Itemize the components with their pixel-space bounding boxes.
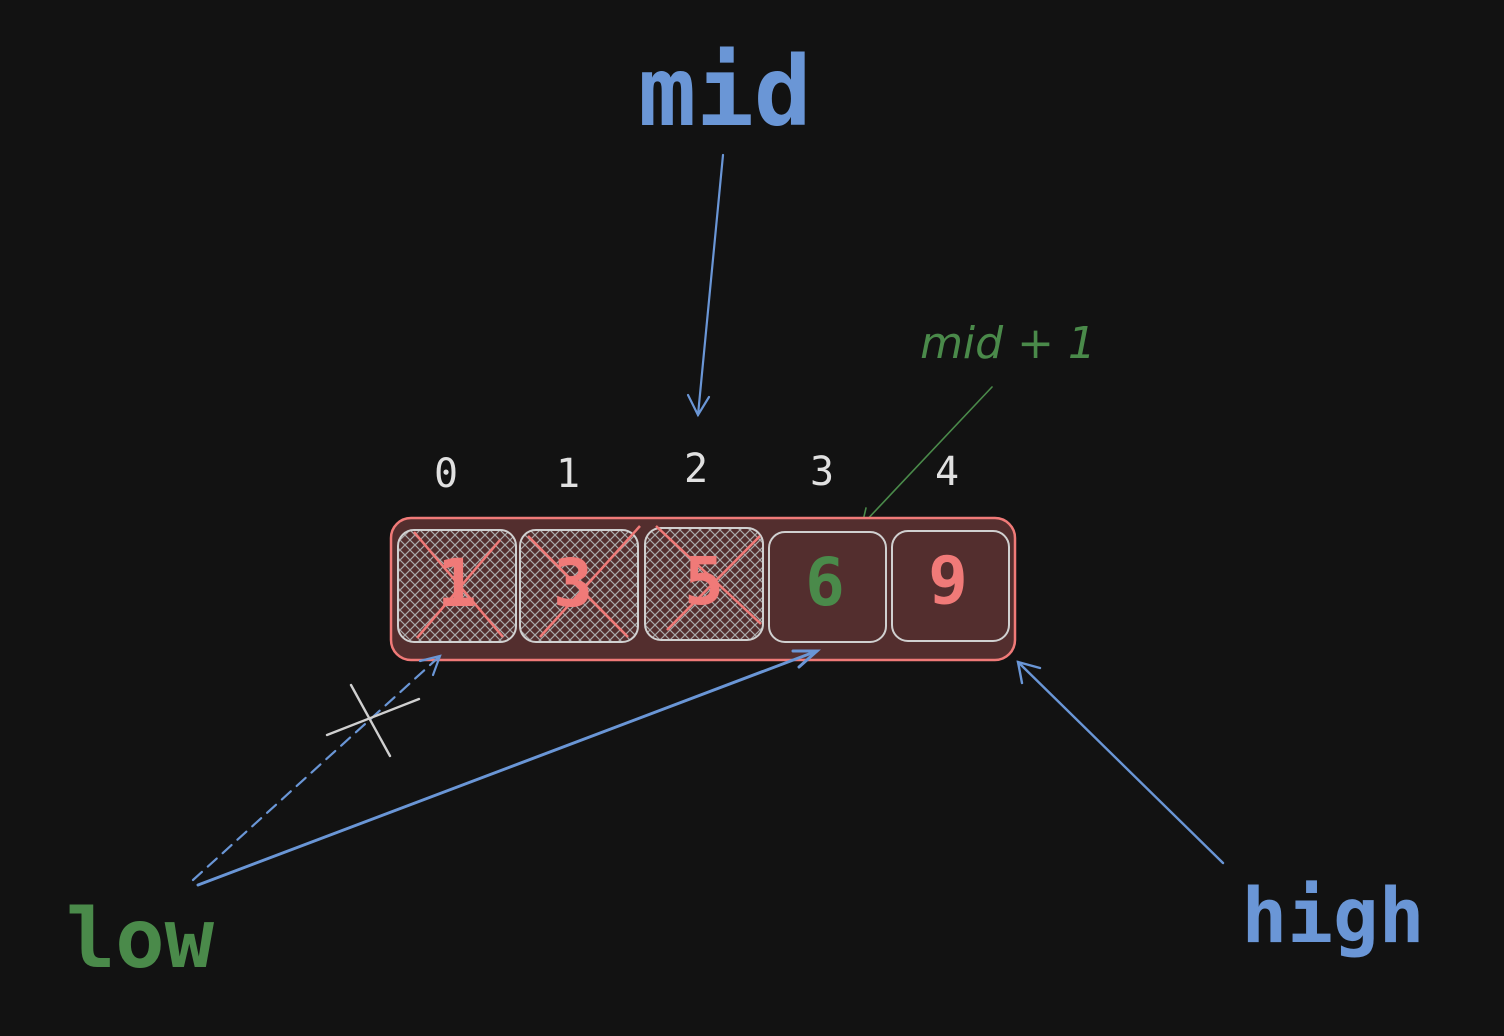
array-cells: 1 3 5 6 9	[397, 525, 1010, 643]
cross-mark	[655, 525, 762, 631]
array-cell-eliminated: 3	[519, 525, 641, 643]
mid-arrow	[686, 153, 725, 418]
array-cell-eliminated: 1	[397, 529, 517, 643]
index-label: 1	[556, 451, 580, 497]
index-label: 0	[434, 451, 458, 497]
low-arrow	[196, 649, 821, 887]
cross-mark	[413, 531, 504, 639]
cell-value: 5	[684, 543, 724, 620]
cell-value: 3	[553, 545, 593, 622]
array-cell: 9	[891, 530, 1010, 642]
mid-plus-one-label: mid + 1	[920, 318, 1096, 369]
high-label: high	[1241, 871, 1424, 960]
cell-value: 9	[928, 542, 968, 619]
high-arrow	[1016, 660, 1225, 865]
mid-plus-one-arrow	[860, 386, 993, 527]
mid-label: mid	[638, 36, 811, 148]
old-low-arrow	[191, 654, 442, 882]
index-label: 4	[935, 449, 959, 495]
array-cell: 6	[768, 531, 887, 643]
low-label: low	[66, 892, 215, 987]
cell-value: 6	[805, 544, 845, 621]
cross-mark	[527, 525, 641, 638]
strike-mark	[325, 683, 421, 758]
index-label: 2	[684, 446, 708, 492]
index-label: 3	[810, 449, 834, 495]
array-cell-eliminated: 5	[644, 525, 764, 641]
index-labels: 0 1 2 3 4	[434, 446, 959, 497]
